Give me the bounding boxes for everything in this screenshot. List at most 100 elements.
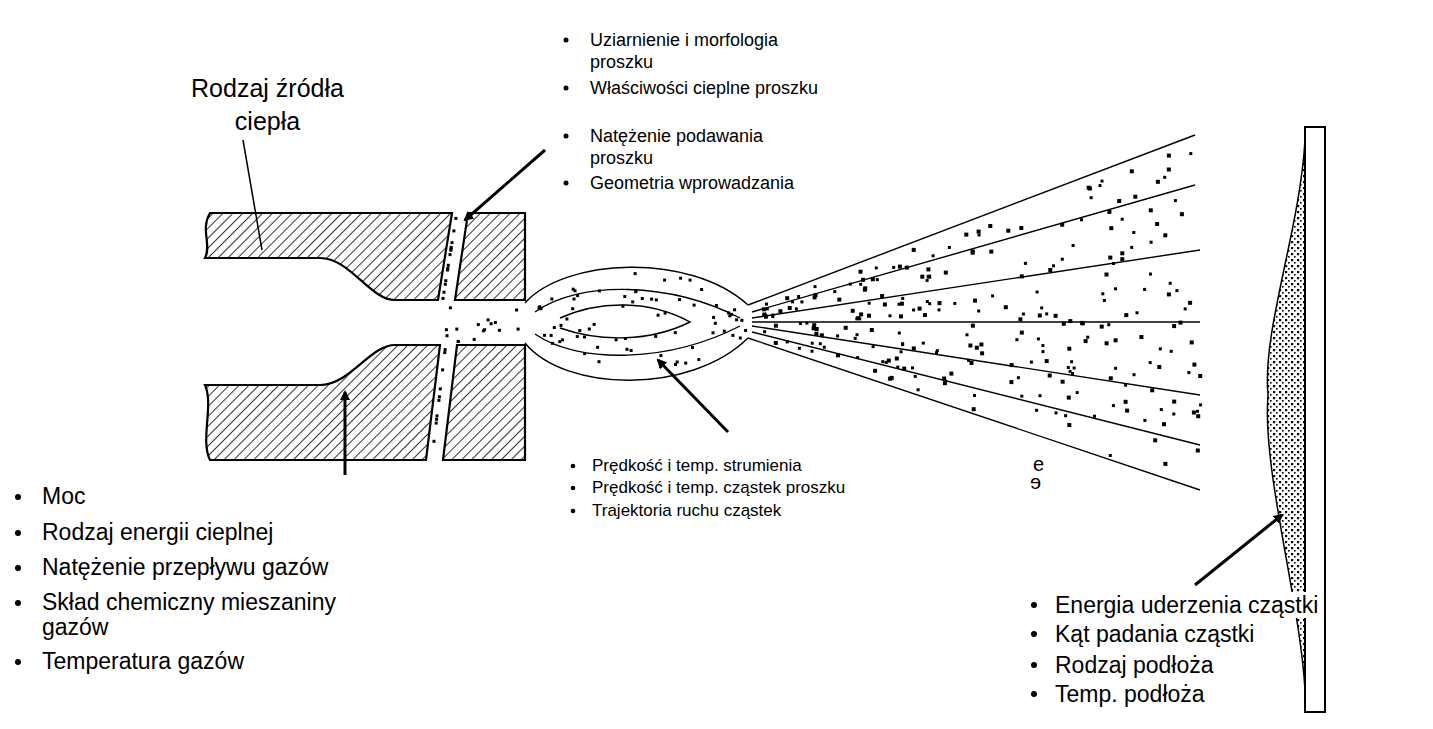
particle — [733, 308, 736, 311]
particle — [444, 279, 447, 282]
particle — [1149, 208, 1153, 212]
particle — [870, 328, 874, 332]
pointer-arrow — [1195, 515, 1282, 585]
particle — [922, 342, 925, 345]
particle — [630, 349, 633, 352]
particle — [1039, 394, 1042, 397]
jet-parameter: Prędkość i temp. cząstek proszku — [592, 478, 848, 498]
particle — [977, 230, 981, 234]
particle — [1080, 321, 1084, 325]
nozzle-body — [205, 213, 525, 460]
particle — [912, 346, 916, 350]
pointer-arrow — [465, 150, 545, 220]
particle — [1124, 313, 1128, 317]
particle — [1172, 324, 1176, 328]
particle — [446, 334, 449, 337]
particle — [856, 356, 859, 359]
source-parameter: Moc — [42, 484, 88, 509]
particle — [1139, 335, 1143, 339]
powder-parameter: Geometria wprowadzania — [590, 172, 797, 194]
particle — [445, 328, 448, 331]
particle — [892, 266, 895, 269]
particle — [944, 271, 948, 275]
particle — [1068, 319, 1072, 323]
particle — [435, 422, 438, 425]
powder-parameter: Natężenie podawania proszku — [590, 125, 766, 169]
particle — [772, 314, 775, 317]
particle — [979, 343, 983, 347]
particle — [1093, 415, 1096, 418]
particle — [889, 314, 892, 317]
particle — [1020, 274, 1024, 278]
particle — [859, 270, 863, 274]
particle — [815, 327, 819, 331]
particle — [896, 366, 899, 369]
particle — [452, 229, 455, 232]
particle — [1018, 317, 1022, 321]
particle — [872, 345, 875, 348]
particle — [932, 254, 935, 257]
particle — [473, 338, 476, 341]
particle — [971, 251, 975, 255]
particle — [1192, 411, 1196, 415]
particle — [444, 283, 447, 286]
particle — [871, 277, 875, 281]
particle — [785, 296, 789, 300]
particle — [1130, 246, 1133, 249]
particle — [797, 295, 800, 298]
particle — [799, 322, 802, 325]
particle — [1196, 410, 1199, 413]
particle — [715, 304, 718, 307]
particle — [441, 368, 444, 371]
particle — [1101, 292, 1104, 295]
particle — [1149, 273, 1152, 276]
particle — [1136, 311, 1139, 314]
particle — [970, 361, 974, 365]
particle — [805, 322, 808, 325]
particle — [814, 285, 817, 288]
particle — [898, 303, 901, 306]
particle — [1175, 289, 1178, 292]
particle — [811, 350, 814, 353]
particle — [1037, 337, 1040, 340]
particle — [1086, 336, 1089, 339]
particle — [1109, 454, 1112, 457]
particle — [634, 272, 637, 275]
particle — [1125, 409, 1129, 413]
particle — [854, 337, 857, 340]
particle — [880, 294, 884, 298]
particle — [859, 283, 862, 286]
particle — [438, 395, 441, 398]
particle — [576, 294, 579, 297]
particle — [1017, 376, 1020, 379]
particle — [1020, 395, 1023, 398]
particle — [1121, 218, 1124, 221]
particle — [1107, 323, 1110, 326]
particle — [927, 275, 931, 279]
bullet-marks — [15, 38, 1037, 698]
particle — [659, 354, 662, 357]
particle — [624, 337, 627, 340]
particle — [565, 318, 568, 321]
particle — [1130, 169, 1134, 173]
particle — [764, 315, 768, 319]
particle — [578, 329, 581, 332]
particle — [1010, 363, 1014, 367]
particle — [1187, 371, 1190, 374]
particle — [490, 322, 493, 325]
particle — [1132, 231, 1135, 234]
particle — [1155, 222, 1159, 226]
particle — [436, 414, 439, 417]
particle — [873, 369, 877, 373]
particle — [1015, 338, 1018, 341]
particle — [868, 302, 871, 305]
particle — [1160, 408, 1163, 411]
particle — [691, 346, 694, 349]
particle — [837, 298, 841, 302]
particle — [820, 333, 824, 337]
particle — [735, 318, 738, 321]
plasma-jet — [525, 135, 1200, 490]
particle — [774, 341, 778, 345]
particle — [1036, 291, 1039, 294]
particle — [457, 340, 460, 343]
